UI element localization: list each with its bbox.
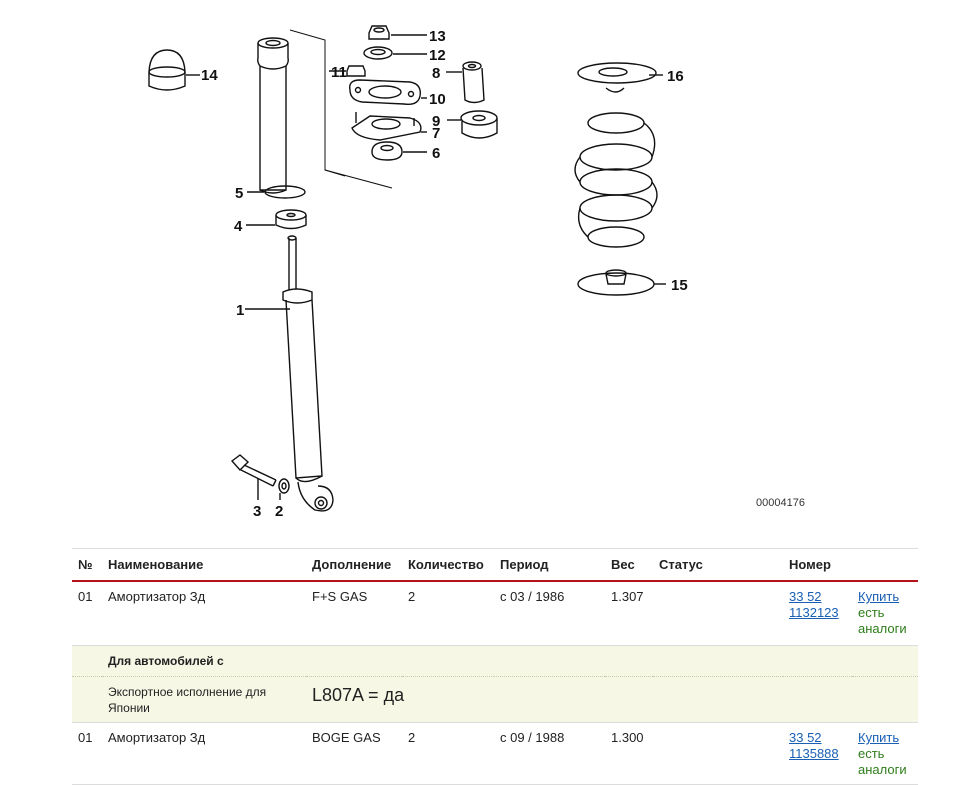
callout-15: 15	[671, 277, 688, 294]
analogs-label-line1: есть	[858, 605, 885, 620]
cell-status	[653, 581, 783, 646]
part-12-washer	[363, 46, 427, 60]
cell-no: 01	[72, 722, 102, 785]
callout-14: 14	[201, 67, 218, 84]
part-2-washer	[278, 478, 290, 500]
part-9-mount	[447, 110, 498, 139]
parts-diagram-drawing: 14 5 4 1 3 2 11 13 12 8 10 9 7 6 16 15 0…	[148, 25, 805, 520]
part-4-bump-stop	[246, 209, 307, 230]
part-number-group: 33 52	[789, 589, 822, 604]
col-header-no: №	[72, 548, 102, 582]
part-number-group: 33 52	[789, 730, 822, 745]
col-header-qty: Количество	[402, 548, 494, 582]
col-header-actions	[852, 548, 918, 582]
cell-weight: 1.300	[605, 722, 653, 785]
part-1-shock-absorber	[245, 235, 334, 512]
parts-diagram: 14 5 4 1 3 2 11 13 12 8 10 9 7 6 16 15 0…	[148, 25, 805, 520]
table-row: 01 Амортизатор Зд BOGE GAS 2 с 09 / 1988…	[72, 722, 918, 785]
cell-period: с 09 / 1988	[494, 722, 605, 785]
col-header-period: Период	[494, 548, 605, 582]
part-11-nut	[329, 65, 366, 77]
part-number-link[interactable]: 33 52 1135888	[789, 730, 839, 761]
part-16-upper-seat	[577, 62, 663, 93]
cell-extra: F+S GAS	[306, 581, 402, 646]
callout-9: 9	[432, 113, 440, 130]
buy-link[interactable]: Купить	[858, 730, 900, 745]
condition-header-row: Для автомобилей с	[72, 645, 918, 677]
condition-label: Экспортное исполнение для Японии	[102, 676, 306, 723]
spring	[574, 112, 658, 248]
cell-no: 01	[72, 581, 102, 646]
table-header-row: № Наименование Дополнение Количество Пер…	[72, 548, 918, 582]
cell-status	[653, 722, 783, 785]
col-header-status: Статус	[653, 548, 783, 582]
cell-qty: 2	[402, 581, 494, 646]
cell-number: 33 52 1135888	[783, 722, 852, 785]
callout-16: 16	[667, 68, 684, 85]
part-8-sleeve	[446, 61, 485, 104]
callout-6: 6	[432, 145, 440, 162]
buy-link[interactable]: Купить	[858, 589, 900, 604]
condition-value: L807A = да	[312, 685, 405, 705]
part-7-upper-mount	[351, 112, 427, 141]
col-header-name: Наименование	[102, 548, 306, 582]
cell-actions: Купить есть аналоги	[852, 722, 918, 785]
cell-actions: Купить есть аналоги	[852, 581, 918, 646]
callout-2: 2	[275, 503, 283, 520]
part-6-rubber-mount	[371, 141, 427, 161]
cell-name: Амортизатор Зд	[102, 722, 306, 785]
col-header-extra: Дополнение	[306, 548, 402, 582]
cell-name: Амортизатор Зд	[102, 581, 306, 646]
part-13-nut	[368, 25, 427, 40]
analogs-label-line1: есть	[858, 746, 885, 761]
cell-weight: 1.307	[605, 581, 653, 646]
callout-5: 5	[235, 185, 243, 202]
cell-extra: BOGE GAS	[306, 722, 402, 785]
analogs-label-line2: аналоги	[858, 762, 907, 777]
callout-7: 7	[432, 125, 440, 142]
callout-1: 1	[236, 302, 244, 319]
part-number-code: 1135888	[789, 746, 839, 761]
part-3-bolt	[230, 454, 277, 500]
part-14-cap	[148, 49, 200, 91]
cell-number: 33 52 1132123	[783, 581, 852, 646]
condition-row: Экспортное исполнение для Японии L807A =…	[72, 676, 918, 723]
diagram-image-id: 00004176	[756, 497, 805, 509]
part-number-code: 1132123	[789, 605, 839, 620]
parts-table: № Наименование Дополнение Количество Пер…	[72, 548, 918, 785]
part-10-plate	[349, 79, 427, 106]
condition-header: Для автомобилей с	[102, 645, 918, 677]
callout-3: 3	[253, 503, 261, 520]
callout-11: 11	[331, 64, 347, 81]
col-header-number: Номер	[783, 548, 852, 582]
table-row: 01 Амортизатор Зд F+S GAS 2 с 03 / 1986 …	[72, 581, 918, 646]
callout-4: 4	[234, 218, 243, 235]
callout-12: 12	[429, 47, 446, 64]
callout-13: 13	[429, 28, 446, 45]
cell-period: с 03 / 1986	[494, 581, 605, 646]
callout-10: 10	[429, 91, 446, 108]
col-header-weight: Вес	[605, 548, 653, 582]
callout-8: 8	[432, 65, 440, 82]
part-number-link[interactable]: 33 52 1132123	[789, 589, 839, 620]
cell-qty: 2	[402, 722, 494, 785]
part-15-lower-seat	[577, 269, 666, 296]
part-5-boot	[247, 29, 393, 199]
analogs-label-line2: аналоги	[858, 621, 907, 636]
